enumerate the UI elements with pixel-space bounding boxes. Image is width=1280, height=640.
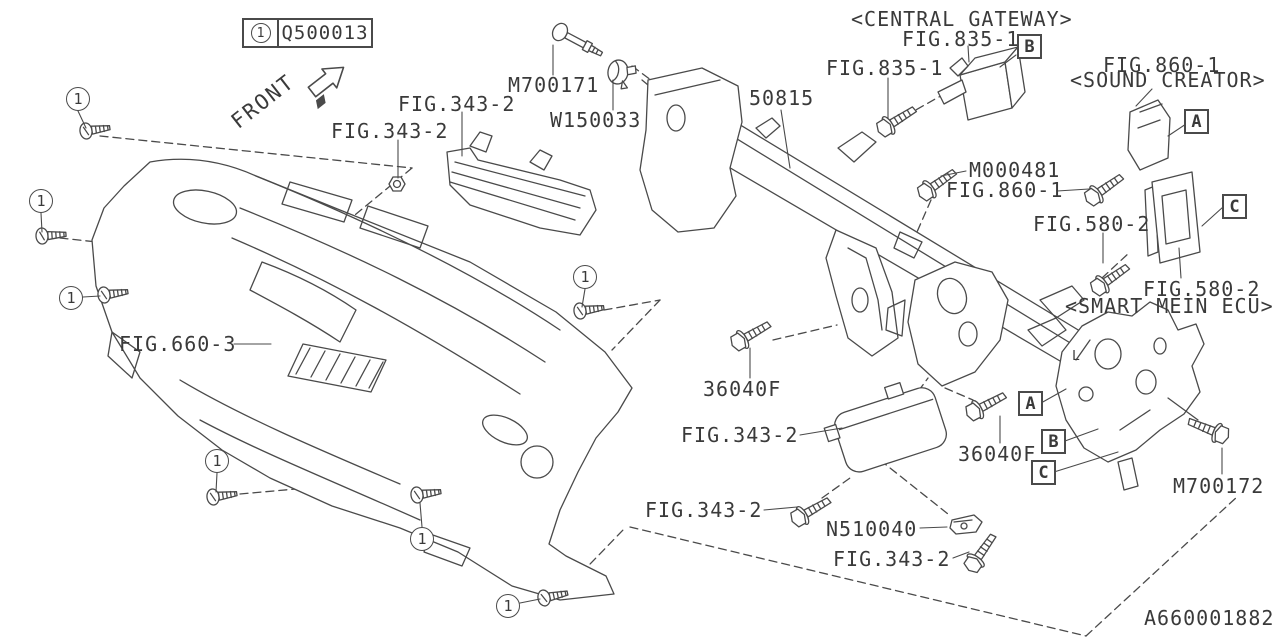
label-sound-creator: <SOUND CREATOR> (1070, 68, 1266, 92)
callout-box-c-bottom: C (1031, 460, 1056, 485)
legend-part-number: Q500013 (281, 22, 369, 44)
circled-callout-1: 1 (410, 527, 434, 551)
fastener-icons (34, 20, 1233, 608)
grommet-icon (607, 59, 637, 90)
central-gateway-drawing (937, 46, 1026, 121)
circled-callout-1: 1 (29, 189, 53, 213)
duct-bracket-drawing (446, 131, 597, 236)
fig-label-343-2-a: FIG.343-2 (398, 92, 516, 116)
fig-label-343-2-b: FIG.343-2 (331, 119, 449, 143)
leader-lines (40, 44, 1224, 604)
legend-box: 1 Q500013 (242, 18, 373, 48)
smart-main-ecu-drawing (1144, 171, 1201, 264)
fig-label-860-1-b: FIG.860-1 (946, 178, 1064, 202)
circled-callout-1: 1 (573, 265, 597, 289)
part-label-w150033: W150033 (550, 108, 642, 132)
long-bolt-icon (548, 20, 607, 63)
legend-index-circle: 1 (250, 23, 271, 43)
nut-icon (388, 176, 406, 192)
screw-icon (205, 485, 239, 507)
fig-label-835-1-b: FIG.835-1 (826, 56, 944, 80)
front-arrow-icon (307, 66, 345, 110)
label-central-gateway: <CENTRAL GATEWAY> (851, 7, 1073, 31)
part-label-m700172: M700172 (1173, 474, 1265, 498)
fig-label-343-2-d: FIG.343-2 (645, 498, 763, 522)
fig-label-660-3: FIG.660-3 (119, 332, 237, 356)
part-label-n510040: N510040 (826, 517, 918, 541)
steering-beam-drawing (639, 67, 1099, 369)
circled-callout-1: 1 (205, 449, 229, 473)
callout-box-a-bottom: A (1018, 391, 1043, 416)
fig-label-343-2-c: FIG.343-2 (681, 423, 799, 447)
fig-label-860-1-a: FIG.860-1 (1103, 53, 1221, 77)
callout-box-c-top: C (1222, 194, 1247, 219)
legend-index-cell: 1 (244, 20, 279, 46)
drawing-number: A660001882 (1144, 606, 1275, 630)
part-label-m700171: M700171 (508, 73, 600, 97)
sound-creator-drawing (1127, 99, 1171, 171)
fig-label-343-2-e: FIG.343-2 (833, 547, 951, 571)
part-label-36040f-b: 36040F (958, 442, 1037, 466)
label-smart-mein-ecu: <SMART MEIN ECU> (1065, 294, 1274, 318)
mark-l: L (1072, 349, 1081, 364)
screw-icon (572, 299, 606, 321)
bolt-icon (872, 99, 921, 141)
part-label-50815: 50815 (749, 86, 815, 110)
instrument-panel-drawing (91, 158, 633, 601)
part-label-36040f-a: 36040F (703, 377, 782, 401)
bolt-icon (1184, 411, 1233, 448)
fig-label-580-2-b: FIG.580-2 (1143, 277, 1261, 301)
airbag-module-drawing (823, 381, 947, 473)
circled-callout-1: 1 (496, 594, 520, 618)
part-label-m000481: M000481 (969, 158, 1061, 182)
lower-center-bracket-drawing (885, 261, 1009, 387)
circled-callout-1: 1 (66, 87, 90, 111)
circled-callout-1: 1 (59, 286, 83, 310)
callout-box-a-top: A (1184, 109, 1209, 134)
clip-drawing (949, 514, 983, 535)
fig-label-580-2-a: FIG.580-2 (1033, 212, 1151, 236)
screw-icon (34, 225, 68, 246)
callout-box-b-bottom: B (1041, 429, 1066, 454)
bolt-icon (726, 314, 776, 355)
ecu-mounting-bracket-drawing (1027, 285, 1205, 491)
fig-label-835-1-a: FIG.835-1 (902, 27, 1020, 51)
callout-box-b-top: B (1017, 34, 1042, 59)
bolt-icon (961, 385, 1011, 425)
